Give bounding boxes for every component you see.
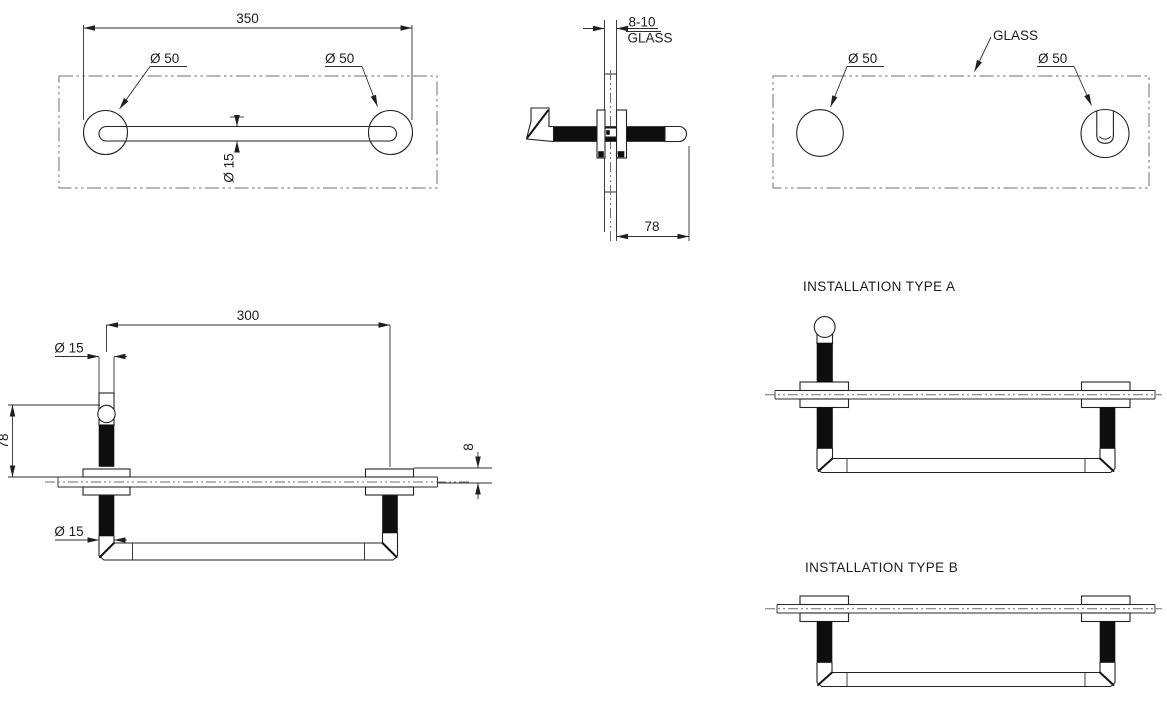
post-upper-shaft xyxy=(98,424,115,467)
clamp-left-top xyxy=(82,468,131,478)
elbow-miter-lines xyxy=(99,542,398,558)
dim-300-label: 300 xyxy=(237,308,260,323)
leader-line xyxy=(119,66,151,110)
clamp-right-bottom xyxy=(1080,612,1131,623)
clamp-right-bottom xyxy=(364,486,415,496)
glass-thickness-label: 8-10 xyxy=(628,15,655,30)
dim-350-label: 350 xyxy=(236,11,259,26)
dia15-top-label: Ø 15 xyxy=(54,341,83,356)
post-left-lower-shaft xyxy=(816,407,833,449)
glass-panel-outline xyxy=(58,75,438,189)
post-left-shaft xyxy=(816,621,833,663)
dia50-right-label: Ø 50 xyxy=(1038,51,1067,66)
elbow-miter-line xyxy=(526,109,549,139)
clamp-right-top xyxy=(1080,381,1131,392)
post-upper-shaft xyxy=(816,342,833,383)
elbow-seams xyxy=(846,458,1086,473)
post-right-shaft xyxy=(382,495,398,534)
installation-a-title: INSTALLATION TYPE A xyxy=(803,279,955,294)
extension-lines xyxy=(8,404,100,478)
dia50-left-label: Ø 50 xyxy=(150,51,179,66)
dim-78-label: 78 xyxy=(644,219,659,234)
flange-slot-inner-arc xyxy=(1098,136,1112,140)
clamp-left-top xyxy=(799,595,850,606)
mounting-flange-left xyxy=(82,109,129,156)
glass-band xyxy=(776,604,1156,614)
glass-hole-right xyxy=(1080,108,1130,159)
bar-end-cap xyxy=(664,125,687,143)
bar-and-elbows xyxy=(98,532,399,561)
glass-leader-line xyxy=(974,36,992,72)
post-ball-end xyxy=(813,316,836,338)
towel-bar xyxy=(98,125,398,142)
post-right-shaft xyxy=(1099,407,1116,449)
clamp-right-top xyxy=(1080,595,1131,606)
glass-word-label: GLASS xyxy=(627,31,672,46)
extension-lines xyxy=(413,467,492,484)
glass-band xyxy=(774,390,1156,400)
post-lower-shaft xyxy=(98,495,115,537)
leader-line xyxy=(361,66,378,107)
seal-mark-left xyxy=(598,151,604,158)
elbow-miter-lines xyxy=(817,671,1115,686)
glass-panel-outline xyxy=(772,75,1150,189)
clamp-left-top xyxy=(799,381,850,392)
installation-b-title: INSTALLATION TYPE B xyxy=(805,560,958,575)
clamp-right-top xyxy=(364,468,415,478)
flange-slot-sides xyxy=(1096,110,1114,136)
clamp-right-bottom xyxy=(1080,398,1131,409)
elbow-miter-lines xyxy=(817,457,1115,472)
post-ball-end xyxy=(97,404,116,424)
dim-8-label: 8 xyxy=(461,443,476,451)
hole-layout-view: GLASS Ø 50 Ø 50 xyxy=(772,28,1150,189)
front-view: 350 Ø 50 Ø 50 Ø 15 xyxy=(58,11,438,189)
elbow-seams xyxy=(846,672,1086,687)
glass-hole-left xyxy=(796,109,844,157)
leader-line xyxy=(830,66,848,108)
installation-type-a-view: INSTALLATION TYPE A xyxy=(765,279,1162,474)
bar-corner-elbow xyxy=(525,107,555,143)
dia50-left-label: Ø 50 xyxy=(848,51,877,66)
stud-pin xyxy=(606,130,610,135)
clamp-left-bottom xyxy=(799,398,850,409)
clamp-left-bottom xyxy=(799,612,850,623)
bar-and-elbows xyxy=(816,447,1116,474)
dia50-right-label: Ø 50 xyxy=(325,51,354,66)
clamp-plate-front xyxy=(596,109,606,159)
clamp-left-bottom xyxy=(82,486,131,496)
glass-band xyxy=(57,476,438,488)
side-section-view: 8-10 GLASS 78 xyxy=(525,15,690,243)
extension-lines xyxy=(106,325,391,467)
mounting-flange-right xyxy=(367,109,414,156)
dim-78-label: 78 xyxy=(0,433,11,448)
leader-line xyxy=(1073,66,1092,106)
seal-mark-right xyxy=(617,151,625,158)
post-right-shaft xyxy=(1099,621,1116,663)
elbow-seams xyxy=(132,543,365,560)
through-glass-stud xyxy=(604,127,618,138)
dia15-bottom-label: Ø 15 xyxy=(54,524,83,539)
flange-slot-bottom xyxy=(1096,134,1114,144)
post-extension-lines xyxy=(98,357,115,393)
bar-and-elbows xyxy=(816,661,1116,688)
profile-view: 300 Ø 15 78 8 Ø 15 xyxy=(0,308,492,561)
installation-type-b-view: INSTALLATION TYPE B xyxy=(765,560,1162,688)
dia15-bar-label: Ø 15 xyxy=(222,153,237,182)
clamp-plate-back xyxy=(615,109,628,159)
glass-word-label: GLASS xyxy=(993,28,1038,43)
